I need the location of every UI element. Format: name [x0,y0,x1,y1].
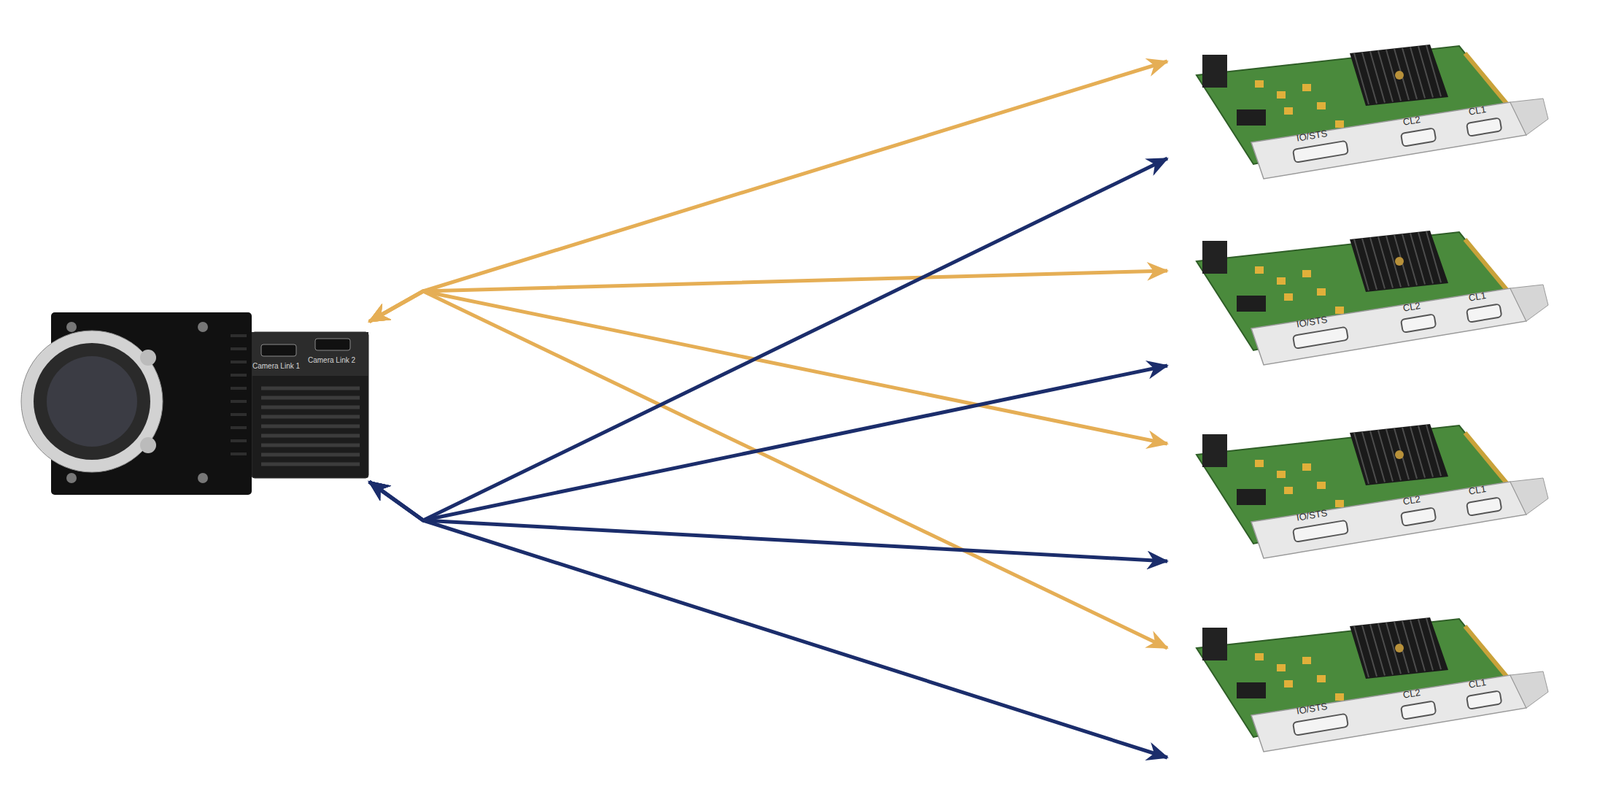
port-label: Camera Link 1 [252,361,300,370]
data-arrow [369,481,1168,562]
camera-illustration [20,306,370,495]
data-arrow [369,365,1168,521]
frame-grabber-illustration [1167,226,1555,373]
frame-grabber-card: IO/STSCL2CL1 [1167,40,1555,187]
data-arrow [369,61,1168,322]
port-label: Camera Link 2 [307,356,356,365]
data-arrow [369,291,1168,444]
frame-grabber-card: IO/STSCL2CL1 [1167,419,1555,566]
data-arrow [369,158,1168,521]
camera: Camera Link 1 Camera Link 2 [20,306,370,495]
frame-grabber-card: IO/STSCL2CL1 [1167,612,1555,759]
frame-grabber-illustration [1167,419,1555,566]
frame-grabber-illustration [1167,40,1555,187]
data-arrow [369,270,1168,322]
data-arrow [369,291,1168,648]
frame-grabber-illustration [1167,612,1555,759]
frame-grabber-card: IO/STSCL2CL1 [1167,226,1555,373]
data-arrow [369,481,1168,758]
